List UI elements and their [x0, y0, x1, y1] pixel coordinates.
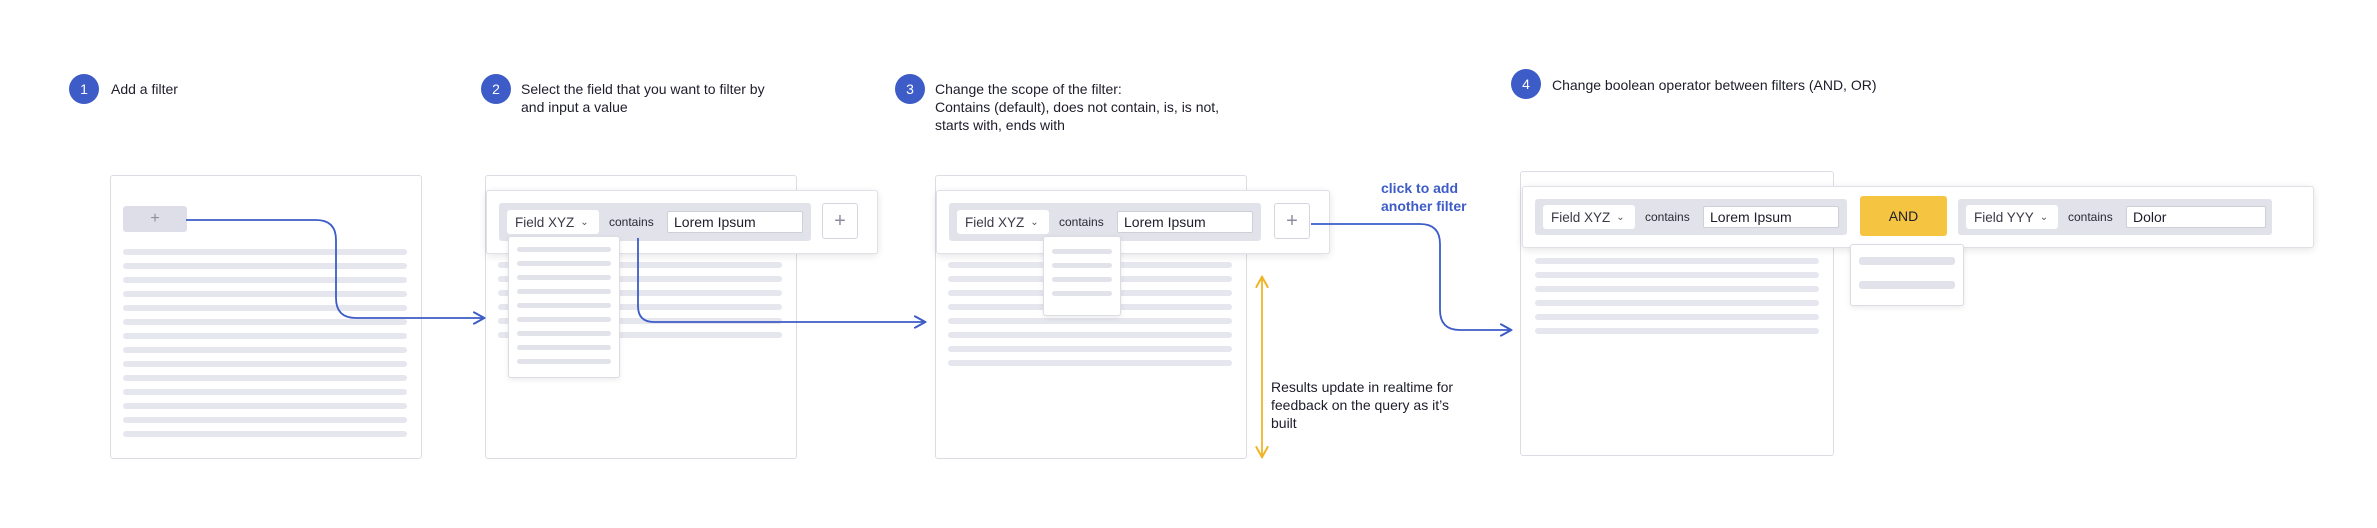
- result-row: [123, 333, 407, 339]
- step-3-caption-line-2: Contains (default), does not contain, is…: [935, 99, 1220, 115]
- result-row: [1535, 272, 1819, 278]
- result-row: [123, 361, 407, 367]
- field-select[interactable]: Field XYZ ⌄: [957, 210, 1049, 234]
- step-2-caption-line-1: Select the field that you want to filter…: [521, 81, 765, 97]
- step-1-caption: Add a filter: [111, 81, 178, 97]
- filter-bar-4: Field XYZ ⌄ contains Lorem Ipsum AND Fiel…: [1522, 186, 2314, 248]
- add-filter-button[interactable]: +: [123, 206, 187, 232]
- step-2-badge: 2: [481, 74, 511, 104]
- result-row: [123, 417, 407, 423]
- plus-icon: +: [1286, 209, 1298, 232]
- note-line: built: [1271, 415, 1297, 431]
- dropdown-option[interactable]: [1052, 291, 1112, 296]
- plus-icon: +: [150, 210, 160, 227]
- result-row: [123, 249, 407, 255]
- dropdown-option[interactable]: [517, 303, 611, 308]
- result-row: [123, 403, 407, 409]
- field-select[interactable]: Field XYZ ⌄: [1543, 205, 1635, 229]
- dropdown-option[interactable]: [517, 247, 611, 252]
- step-3-badge: 3: [895, 74, 925, 104]
- dropdown-option[interactable]: [517, 289, 611, 294]
- result-row: [1535, 286, 1819, 292]
- chevron-down-icon: ⌄: [580, 216, 589, 228]
- step-2-caption: Select the field that you want to filter…: [521, 80, 765, 116]
- result-row: [123, 277, 407, 283]
- dropdown-option[interactable]: [517, 359, 611, 364]
- result-row: [123, 389, 407, 395]
- result-row: [1535, 328, 1819, 334]
- filter-row: Field XYZ ⌄ contains Lorem Ipsum: [499, 203, 811, 241]
- result-row: [948, 346, 1232, 352]
- dropdown-option[interactable]: [517, 345, 611, 350]
- filter-row: Field XYZ ⌄ contains Lorem Ipsum: [1535, 199, 1847, 235]
- dropdown-option[interactable]: [517, 331, 611, 336]
- step-2-caption-line-2: and input a value: [521, 99, 628, 115]
- field-dropdown: [508, 236, 620, 378]
- result-row: [1535, 258, 1819, 264]
- dropdown-option[interactable]: [517, 261, 611, 266]
- result-row: [123, 375, 407, 381]
- result-row: [123, 263, 407, 269]
- add-another-filter-note: click to add another filter: [1381, 179, 1467, 215]
- result-row: [1535, 300, 1819, 306]
- plus-icon: +: [834, 209, 846, 232]
- value-input[interactable]: Lorem Ipsum: [667, 211, 803, 233]
- note-line: another filter: [1381, 198, 1467, 214]
- field-label: Field XYZ: [515, 214, 575, 230]
- boolean-operator-button[interactable]: AND: [1860, 196, 1947, 236]
- result-row: [948, 332, 1232, 338]
- chevron-down-icon: ⌄: [1030, 216, 1039, 228]
- dropdown-option[interactable]: [1052, 277, 1112, 282]
- operator-select[interactable]: contains: [1645, 210, 1690, 224]
- filter-row: Field XYZ ⌄ contains Lorem Ipsum: [949, 203, 1261, 241]
- step-4-caption: Change boolean operator between filters …: [1552, 77, 1877, 93]
- result-row: [1535, 314, 1819, 320]
- note-line: feedback on the query as it’s: [1271, 397, 1449, 413]
- step-3-caption: Change the scope of the filter: Contains…: [935, 80, 1219, 134]
- step-1-badge: 1: [69, 74, 99, 104]
- field-label: Field YYY: [1974, 209, 2034, 225]
- arrow-step-3-to-4: [1311, 223, 1510, 330]
- chevron-down-icon: ⌄: [2039, 211, 2049, 223]
- field-label: Field XYZ: [965, 214, 1025, 230]
- field-select[interactable]: Field XYZ ⌄: [507, 210, 599, 234]
- note-line: click to add: [1381, 180, 1459, 196]
- dropdown-option[interactable]: [1052, 263, 1112, 268]
- add-filter-button[interactable]: +: [822, 203, 858, 239]
- result-row: [123, 319, 407, 325]
- result-row: [948, 318, 1232, 324]
- result-row: [123, 291, 407, 297]
- realtime-results-note: Results update in realtime for feedback …: [1271, 378, 1453, 432]
- operator-select[interactable]: contains: [2068, 210, 2113, 224]
- boolean-operator-dropdown: [1850, 244, 1964, 306]
- step-3-caption-line-3: starts with, ends with: [935, 117, 1065, 133]
- filter-bar-2: Field XYZ ⌄ contains Lorem Ipsum +: [486, 190, 878, 254]
- chevron-down-icon: ⌄: [1616, 211, 1625, 223]
- step-4-badge: 4: [1511, 69, 1541, 99]
- dropdown-option[interactable]: [517, 275, 611, 280]
- result-row: [123, 347, 407, 353]
- field-select[interactable]: Field YYY ⌄: [1966, 205, 2058, 229]
- value-input[interactable]: Lorem Ipsum: [1703, 206, 1839, 228]
- operator-select[interactable]: contains: [1059, 215, 1104, 229]
- result-row: [498, 332, 782, 338]
- results-panel-1: +: [110, 175, 422, 459]
- dropdown-option[interactable]: [1859, 281, 1955, 289]
- operator-select[interactable]: contains: [609, 215, 654, 229]
- filter-bar-3: Field XYZ ⌄ contains Lorem Ipsum +: [936, 190, 1330, 254]
- dropdown-option[interactable]: [517, 317, 611, 322]
- result-row: [123, 305, 407, 311]
- value-input[interactable]: Dolor: [2126, 206, 2266, 228]
- result-row: [948, 360, 1232, 366]
- result-row: [123, 431, 407, 437]
- dropdown-option[interactable]: [1859, 257, 1955, 265]
- note-line: Results update in realtime for: [1271, 379, 1454, 395]
- step-3-caption-line-1: Change the scope of the filter:: [935, 81, 1122, 97]
- field-label: Field XYZ: [1551, 209, 1611, 225]
- filter-row: Field YYY ⌄ contains Dolor: [1958, 199, 2272, 235]
- add-filter-button[interactable]: +: [1274, 203, 1310, 239]
- dropdown-option[interactable]: [1052, 249, 1112, 254]
- value-input[interactable]: Lorem Ipsum: [1117, 211, 1253, 233]
- operator-dropdown: [1043, 236, 1121, 316]
